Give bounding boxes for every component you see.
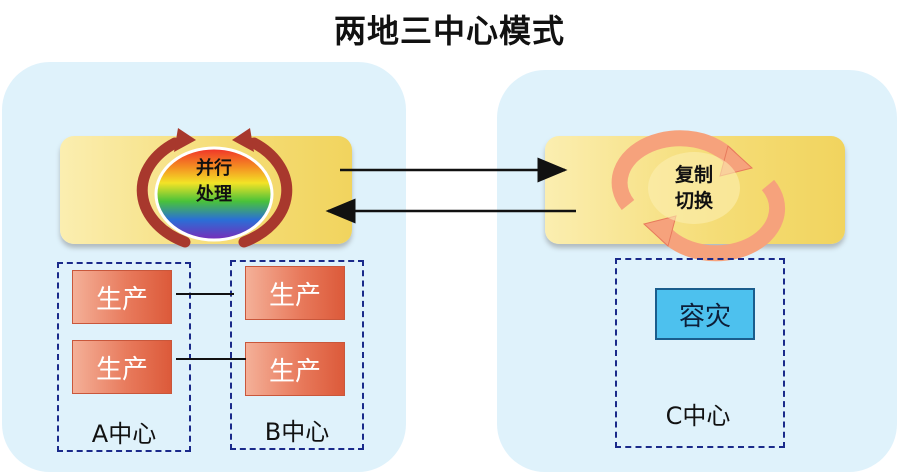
center-a-box	[57, 262, 191, 452]
center-a-production-2: 生产	[72, 340, 172, 394]
ab-link-top	[176, 293, 234, 295]
center-b-production-1: 生产	[245, 266, 345, 320]
parallel-processing-icon	[136, 128, 293, 248]
center-b-label: B中心	[264, 418, 330, 446]
center-c-disaster-recovery: 容灾	[655, 288, 755, 340]
center-c-label: C中心	[665, 402, 731, 430]
parallel-processing-label: 并行 处理	[196, 158, 232, 205]
ab-link-bottom	[176, 358, 246, 360]
center-b-production-2: 生产	[245, 342, 345, 396]
page-title: 两地三中心模式	[333, 12, 565, 50]
center-c-box	[615, 258, 785, 448]
center-a-label: A中心	[91, 420, 157, 448]
center-a-production-1: 生产	[72, 270, 172, 324]
center-b-box	[230, 260, 364, 450]
replication-cycle-icon	[611, 130, 786, 262]
replication-switch-label: 复制 切换	[674, 164, 713, 212]
